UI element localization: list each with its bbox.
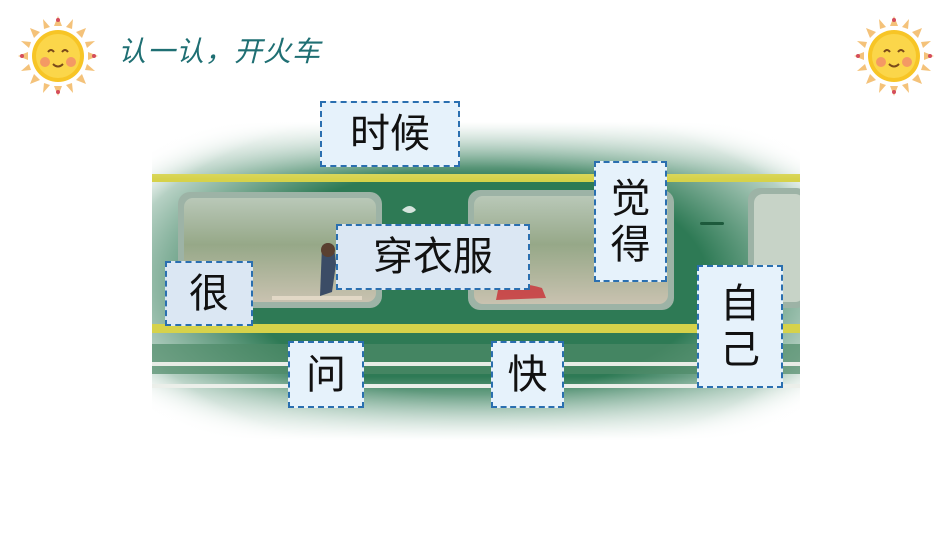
word-card-chuanyifu[interactable]: 穿衣服 <box>336 224 530 290</box>
word-card-wen[interactable]: 问 <box>288 341 364 408</box>
word-card-ziji[interactable]: 自 己 <box>697 265 783 388</box>
word-card-kuai[interactable]: 快 <box>491 341 564 408</box>
sun-icon-right <box>854 16 934 96</box>
word-card-juede[interactable]: 觉 得 <box>594 161 667 282</box>
word-card-hen[interactable]: 很 <box>165 261 253 326</box>
sun-icon-left <box>18 16 98 96</box>
word-card-shihou[interactable]: 时候 <box>320 101 460 167</box>
page-title: 认一认，开火车 <box>118 35 322 68</box>
